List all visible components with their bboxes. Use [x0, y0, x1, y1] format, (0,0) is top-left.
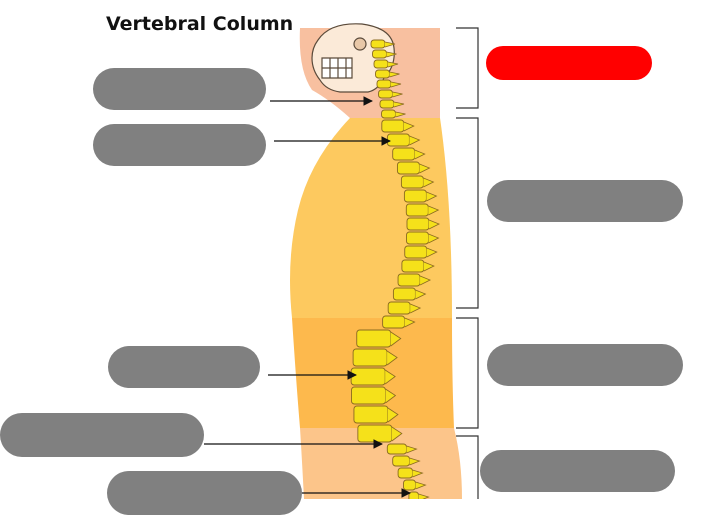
vertebra — [379, 99, 395, 109]
vertebra — [381, 109, 396, 119]
bracket-sacral — [456, 435, 479, 499]
vertebra — [370, 39, 386, 49]
vertebra-process — [392, 91, 403, 98]
vertebra-process — [395, 111, 406, 118]
vertebra-process — [415, 481, 427, 490]
vertebra — [353, 405, 389, 424]
label-text — [108, 346, 260, 388]
vertebra — [392, 287, 416, 301]
vertebra — [350, 367, 386, 386]
vertebra — [375, 69, 390, 79]
vertebra — [397, 467, 413, 479]
vertebra — [351, 386, 386, 405]
vertebra-process — [403, 121, 415, 132]
vertebra-process — [415, 289, 427, 300]
vertebra — [403, 189, 427, 203]
vertebra — [401, 259, 425, 273]
vertebra — [397, 273, 421, 287]
label-text — [480, 450, 675, 492]
vertebra-process — [384, 369, 396, 385]
vertebra-process — [426, 191, 438, 202]
bracket-cervical — [456, 27, 479, 109]
vertebra — [404, 245, 428, 259]
vertebra-process — [385, 388, 397, 404]
vertebra — [382, 315, 406, 329]
vertebra-process — [389, 71, 400, 78]
vertebra-process — [391, 426, 403, 442]
vertebra — [372, 49, 387, 59]
vertebra-process — [406, 445, 418, 454]
vertebra — [408, 491, 419, 499]
label-box-left-5[interactable] — [107, 471, 302, 515]
vertebra-process — [419, 275, 432, 286]
label-box-right-3[interactable] — [487, 344, 683, 386]
vertebra — [352, 348, 388, 367]
vertebra-process — [387, 61, 399, 68]
vertebra-process — [428, 219, 440, 230]
vertebra-process — [390, 81, 402, 88]
vertebra-process — [393, 101, 405, 108]
vertebra — [386, 133, 410, 147]
region-brackets — [456, 27, 479, 499]
vertebra-process — [404, 317, 416, 328]
vertebra-process — [428, 233, 440, 244]
vertebra-process — [390, 331, 402, 347]
pelvis-region — [300, 428, 462, 499]
vertebra — [386, 443, 407, 455]
vertebra — [406, 231, 429, 245]
vertebra — [405, 203, 429, 217]
label-text — [486, 46, 652, 80]
vertebra — [392, 455, 410, 467]
vertebra-process — [414, 149, 426, 160]
diagram-title: Vertebral Column — [106, 13, 294, 35]
label-box-left-4[interactable] — [0, 413, 204, 457]
vertebra — [373, 59, 389, 69]
label-text — [487, 180, 683, 222]
vertebra-process — [384, 41, 396, 48]
vertebra — [392, 147, 416, 161]
label-box-left-1[interactable] — [93, 68, 266, 110]
label-text — [107, 471, 302, 515]
vertebra-process — [428, 205, 440, 216]
label-text — [487, 344, 683, 386]
vertebra-process — [387, 407, 399, 423]
spine-vertebrae — [350, 39, 440, 499]
vertebra-process — [409, 135, 421, 146]
vertebra — [387, 301, 411, 315]
vertebra — [378, 89, 393, 99]
bracket-lumbar — [456, 317, 479, 429]
label-box-left-2[interactable] — [93, 124, 266, 166]
vertebra-process — [409, 457, 421, 466]
vertebra — [381, 119, 405, 133]
vertebra-process — [426, 247, 438, 258]
vertebra — [406, 217, 430, 231]
vertebra-process — [410, 303, 422, 314]
label-text — [93, 124, 266, 166]
vertebral-column-diagram — [204, 23, 479, 499]
vertebra-process — [423, 261, 435, 272]
vertebra — [356, 329, 392, 348]
vertebra-process — [386, 350, 398, 366]
label-box-right-1-highlighted[interactable] — [486, 46, 652, 80]
vertebra-process — [423, 177, 435, 188]
label-text — [0, 413, 204, 457]
pointer-arrows — [204, 96, 411, 498]
vertebra — [396, 161, 420, 175]
label-box-left-3[interactable] — [108, 346, 260, 388]
vertebra-process — [418, 493, 430, 499]
bracket-thoracic — [456, 117, 479, 309]
label-box-right-4[interactable] — [480, 450, 675, 492]
vertebra-process — [419, 163, 431, 174]
vertebra — [357, 424, 393, 443]
vertebra — [400, 175, 424, 189]
label-box-right-2[interactable] — [487, 180, 683, 222]
vertebra — [403, 479, 416, 491]
vertebra-process — [386, 51, 397, 58]
vertebra-process — [412, 469, 424, 478]
label-text — [93, 68, 266, 110]
vertebra — [376, 79, 392, 89]
